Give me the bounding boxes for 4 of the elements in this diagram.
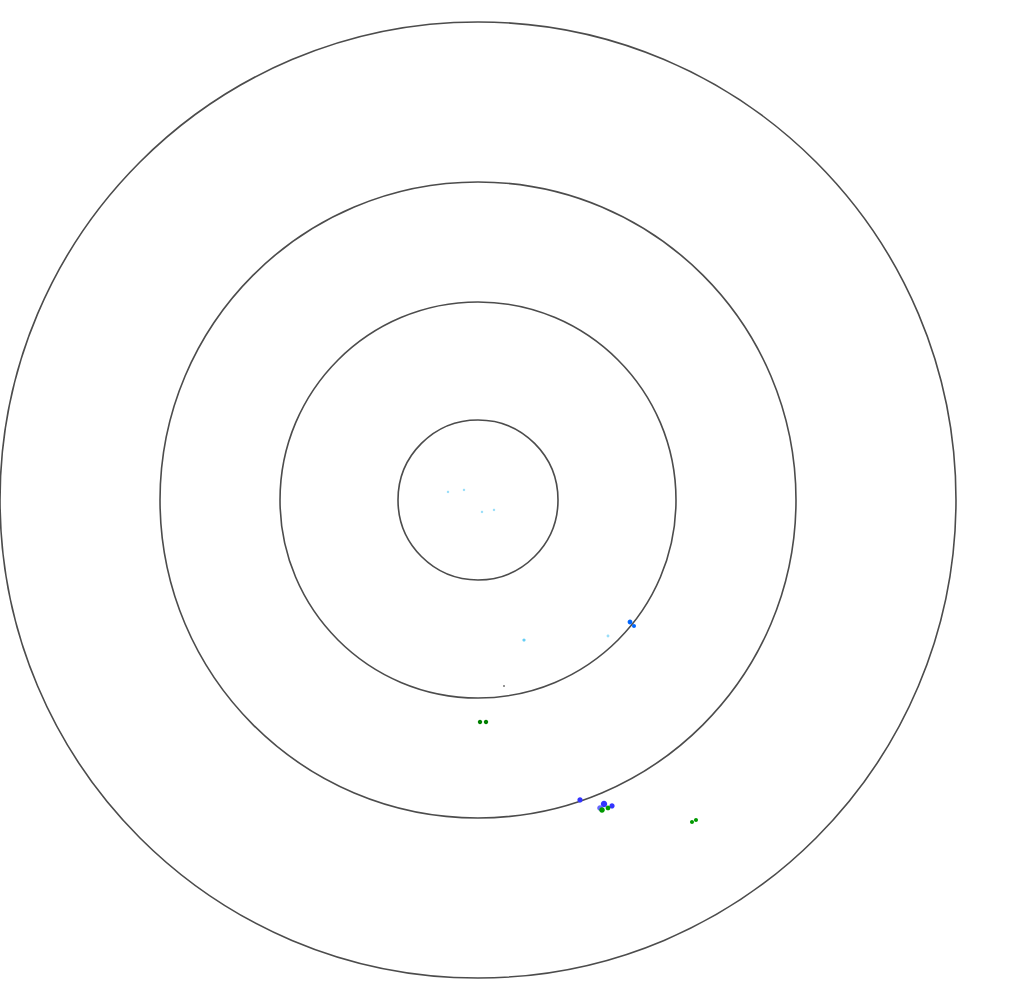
ring-circle (0, 21, 957, 979)
ring-circle (279, 301, 677, 699)
ring-circle (159, 181, 797, 819)
ring-circle (397, 419, 559, 581)
